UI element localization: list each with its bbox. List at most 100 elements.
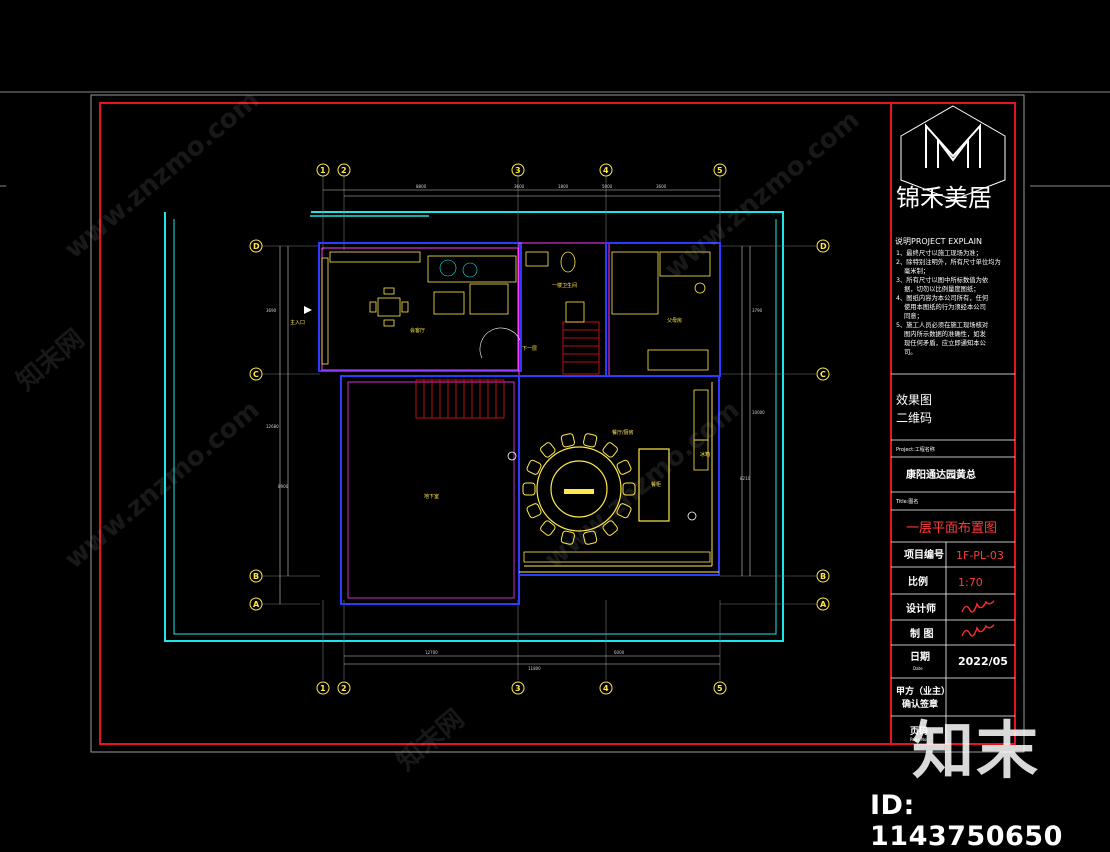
room-cab-label: 餐柜 xyxy=(651,481,661,488)
col-bubble-1: 1 xyxy=(320,166,326,175)
owner-label-1: 甲方（业主） xyxy=(896,685,950,697)
note-9: 图内所示数据的准确性，如发 xyxy=(904,329,987,338)
row-bubble-a-r: A xyxy=(820,600,827,609)
row-bubble-a: A xyxy=(253,600,260,609)
note-8: 5、施工人员必须在施工现场核对 xyxy=(896,320,989,329)
room-bath-label: 一楼卫生间 xyxy=(552,282,577,289)
date-caption: Date xyxy=(913,666,923,671)
page-label: 页码 xyxy=(910,726,928,737)
brand-name: 锦禾美居 xyxy=(896,184,992,212)
room-entrance-label: 主入口 xyxy=(290,319,305,326)
row-bubble-b: B xyxy=(253,572,259,581)
col-bubble-4b: 4 xyxy=(603,684,609,693)
drafter-signature xyxy=(961,624,995,637)
row-bubble-d: D xyxy=(253,242,260,251)
room-living-label: 会客厅 xyxy=(410,327,425,334)
project-name: 康阳通达园黄总 xyxy=(906,468,976,481)
dim-top-4: 3600 xyxy=(656,184,667,189)
title-caption: Title:图名 xyxy=(895,498,918,505)
dim-top-2: 1800 xyxy=(558,184,569,189)
room-bedroom-label: 父母房 xyxy=(667,317,682,324)
grid-axes xyxy=(262,176,816,680)
effect-label: 效果图 xyxy=(896,392,932,407)
designer-label: 设计师 xyxy=(906,602,936,615)
project-caption: Project:工程名称 xyxy=(896,446,935,453)
room-under-label: 地下室 xyxy=(424,493,439,500)
col-bubble-4: 4 xyxy=(603,166,609,175)
dim-bottom-0: 12700 xyxy=(425,650,438,655)
watermark-id: ID: 1143750650 xyxy=(870,790,1063,852)
note-4: 据，切勿以比例量度图纸； xyxy=(904,284,980,293)
qr-label: 二维码 xyxy=(896,411,932,425)
note-2: 毫米制； xyxy=(904,266,929,275)
dim-left-0: 3690 xyxy=(266,308,277,313)
explain-heading: 说明PROJECT EXPLAIN xyxy=(895,236,982,246)
dimension-lines xyxy=(279,189,751,665)
project-no: 1F-PL-03 xyxy=(956,549,1004,562)
owner-label-2: 确认签章 xyxy=(902,698,938,710)
col-bubble-3b: 3 xyxy=(515,684,521,693)
dining-chair xyxy=(583,530,598,545)
row-bubble-c: C xyxy=(253,370,259,379)
brand-logo xyxy=(900,105,1006,201)
dining-chair xyxy=(560,433,575,448)
dining-chair xyxy=(602,520,618,536)
paper-frame xyxy=(90,94,1025,753)
note-3: 3、所有尺寸以图中所标数值为依 xyxy=(896,275,989,284)
title-block: 锦禾美居 说明PROJECT EXPLAIN 1、最终尺寸以施工现场为准； 2、… xyxy=(891,105,1015,744)
dining-chair xyxy=(526,459,542,475)
note-1: 2、除特别注明外，所有尺寸单位均为 xyxy=(896,257,1001,266)
note-5: 4、图纸内容为本公司所有，任何 xyxy=(896,293,989,302)
watermark-logo: 知末 xyxy=(912,714,1041,787)
col-bubble-2b: 2 xyxy=(341,684,347,693)
note-11: 司。 xyxy=(904,348,917,356)
dining-chair xyxy=(526,503,542,519)
note-0: 1、最终尺寸以施工现场为准； xyxy=(896,248,982,257)
dining-chair xyxy=(616,459,632,475)
col-bubble-2: 2 xyxy=(341,166,347,175)
dining-chair xyxy=(622,482,636,496)
dim-bottom-2: 6000 xyxy=(614,650,625,655)
note-6: 使用本图纸的行为须经本公司 xyxy=(904,302,986,311)
dining-chair xyxy=(522,482,536,496)
designer-signature xyxy=(961,600,995,613)
dim-top-1: 3600 xyxy=(514,184,525,189)
row-bubble-b-r: B xyxy=(820,572,826,581)
drawing-border xyxy=(99,102,1016,745)
row-bubble-d-r: D xyxy=(820,242,827,251)
dim-right-0: 3790 xyxy=(752,308,763,313)
dim-left-1: 12680 xyxy=(266,424,279,429)
dining-chair xyxy=(602,442,618,458)
row-bubble-c-r: C xyxy=(820,370,826,379)
dining-chair xyxy=(540,442,556,458)
col-bubble-5: 5 xyxy=(717,166,723,175)
project-no-label: 项目编号 xyxy=(904,548,944,561)
date-label: 日期 xyxy=(910,650,930,663)
scale-value: 1:70 xyxy=(958,576,983,589)
dim-top-3: 5000 xyxy=(602,184,613,189)
dining-chair xyxy=(560,530,575,545)
grid-bubbles: 1 2 3 4 5 1 2 3 4 5 D C B A D C B A xyxy=(249,163,830,695)
col-bubble-1b: 1 xyxy=(320,684,326,693)
dining-chair xyxy=(616,503,632,519)
room-up-label: 下一层 xyxy=(522,346,537,352)
drafter-label: 制 图 xyxy=(910,627,933,640)
col-bubble-5b: 5 xyxy=(717,684,723,693)
room-dining-label: 餐厅/厨房 xyxy=(612,429,634,436)
date-value: 2022/05 xyxy=(958,655,1008,668)
note-10: 现任何矛盾，应立即通知本公 xyxy=(904,338,987,347)
floor-plan xyxy=(304,242,721,605)
drawing-title: 一层平面布置图 xyxy=(906,521,997,536)
scale-label: 比例 xyxy=(908,575,928,588)
page-caption: Page.No. xyxy=(910,737,928,742)
dim-left-2: 8900 xyxy=(278,484,289,489)
note-7: 同意； xyxy=(904,311,923,320)
dim-bottom-1: 11800 xyxy=(528,666,541,671)
dim-top-0: 8800 xyxy=(416,184,427,189)
site-boundary xyxy=(164,211,784,642)
dim-right-1: 10000 xyxy=(752,410,765,415)
col-bubble-3: 3 xyxy=(515,166,521,175)
dim-right-2: 8210 xyxy=(740,476,751,481)
room-fridge-label: 冰箱 xyxy=(700,451,710,458)
